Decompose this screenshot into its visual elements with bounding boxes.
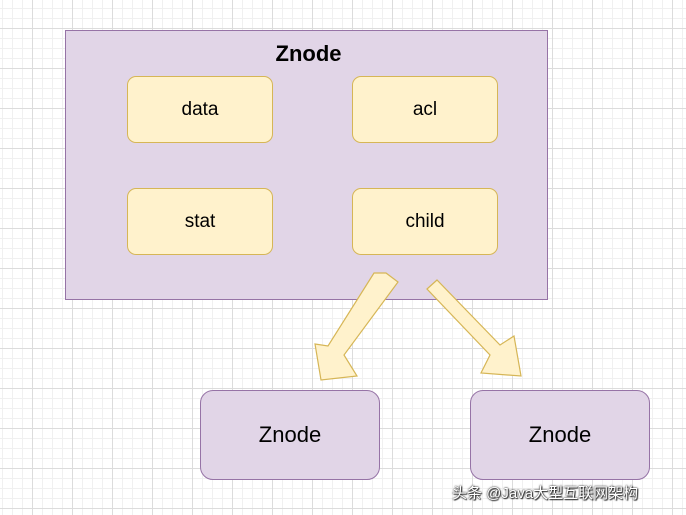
watermark-text: 头条 @Java大型互联网架构: [452, 485, 639, 502]
field-child: child: [352, 188, 498, 255]
znode-container: Znode: [65, 30, 548, 300]
znode-title: Znode: [275, 41, 342, 66]
child-znode-right: Znode: [470, 390, 650, 480]
field-stat: stat: [127, 188, 273, 255]
child-znode-left: Znode: [200, 390, 380, 480]
field-acl: acl: [352, 76, 498, 143]
field-data: data: [127, 76, 273, 143]
